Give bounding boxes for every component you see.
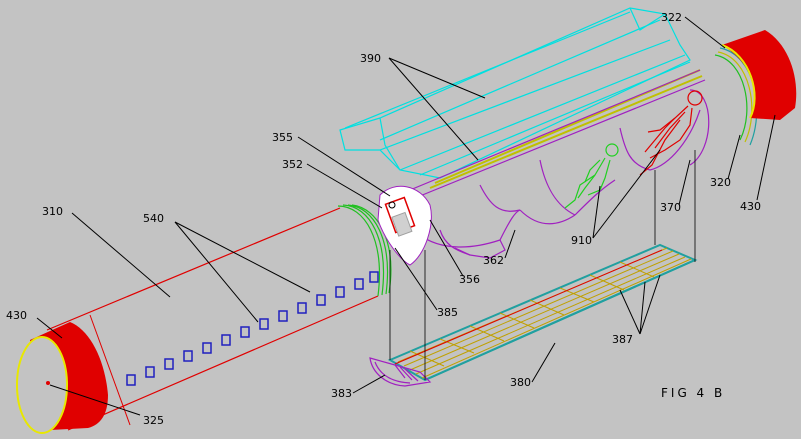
label-390: 390 xyxy=(360,52,381,65)
label-387: 387 xyxy=(612,333,633,346)
label-385: 385 xyxy=(437,306,458,319)
label-370: 370 xyxy=(660,201,681,214)
passenger-green xyxy=(564,143,619,209)
window-row xyxy=(126,271,379,386)
label-352: 352 xyxy=(282,158,303,171)
center-point-marker xyxy=(46,381,50,385)
reference-labels: 310 430 325 540 352 355 390 322 320 430 … xyxy=(6,11,761,427)
label-356: 356 xyxy=(459,273,480,286)
label-430-left: 430 xyxy=(6,309,27,322)
nose-piece xyxy=(369,357,432,387)
label-430-right: 430 xyxy=(740,200,761,213)
label-910: 910 xyxy=(571,234,592,247)
left-end-cap xyxy=(16,322,108,434)
label-540: 540 xyxy=(143,212,164,225)
floor-panel xyxy=(387,243,698,382)
leader-lines xyxy=(36,16,776,416)
label-325: 325 xyxy=(143,414,164,427)
figure-caption: FIG 4 B xyxy=(661,386,725,400)
canopy xyxy=(339,7,691,179)
fuselage-tube xyxy=(46,207,379,431)
label-310: 310 xyxy=(42,205,63,218)
right-end-cap xyxy=(721,30,797,120)
label-322: 322 xyxy=(661,11,682,24)
label-320: 320 xyxy=(710,176,731,189)
label-380: 380 xyxy=(510,376,531,389)
label-355: 355 xyxy=(272,131,293,144)
label-383: 383 xyxy=(331,387,352,400)
hull-body xyxy=(409,69,710,259)
label-362: 362 xyxy=(483,254,504,267)
hinge-point xyxy=(388,201,396,209)
projection-lines xyxy=(389,150,696,380)
front-bulkhead xyxy=(377,185,432,266)
